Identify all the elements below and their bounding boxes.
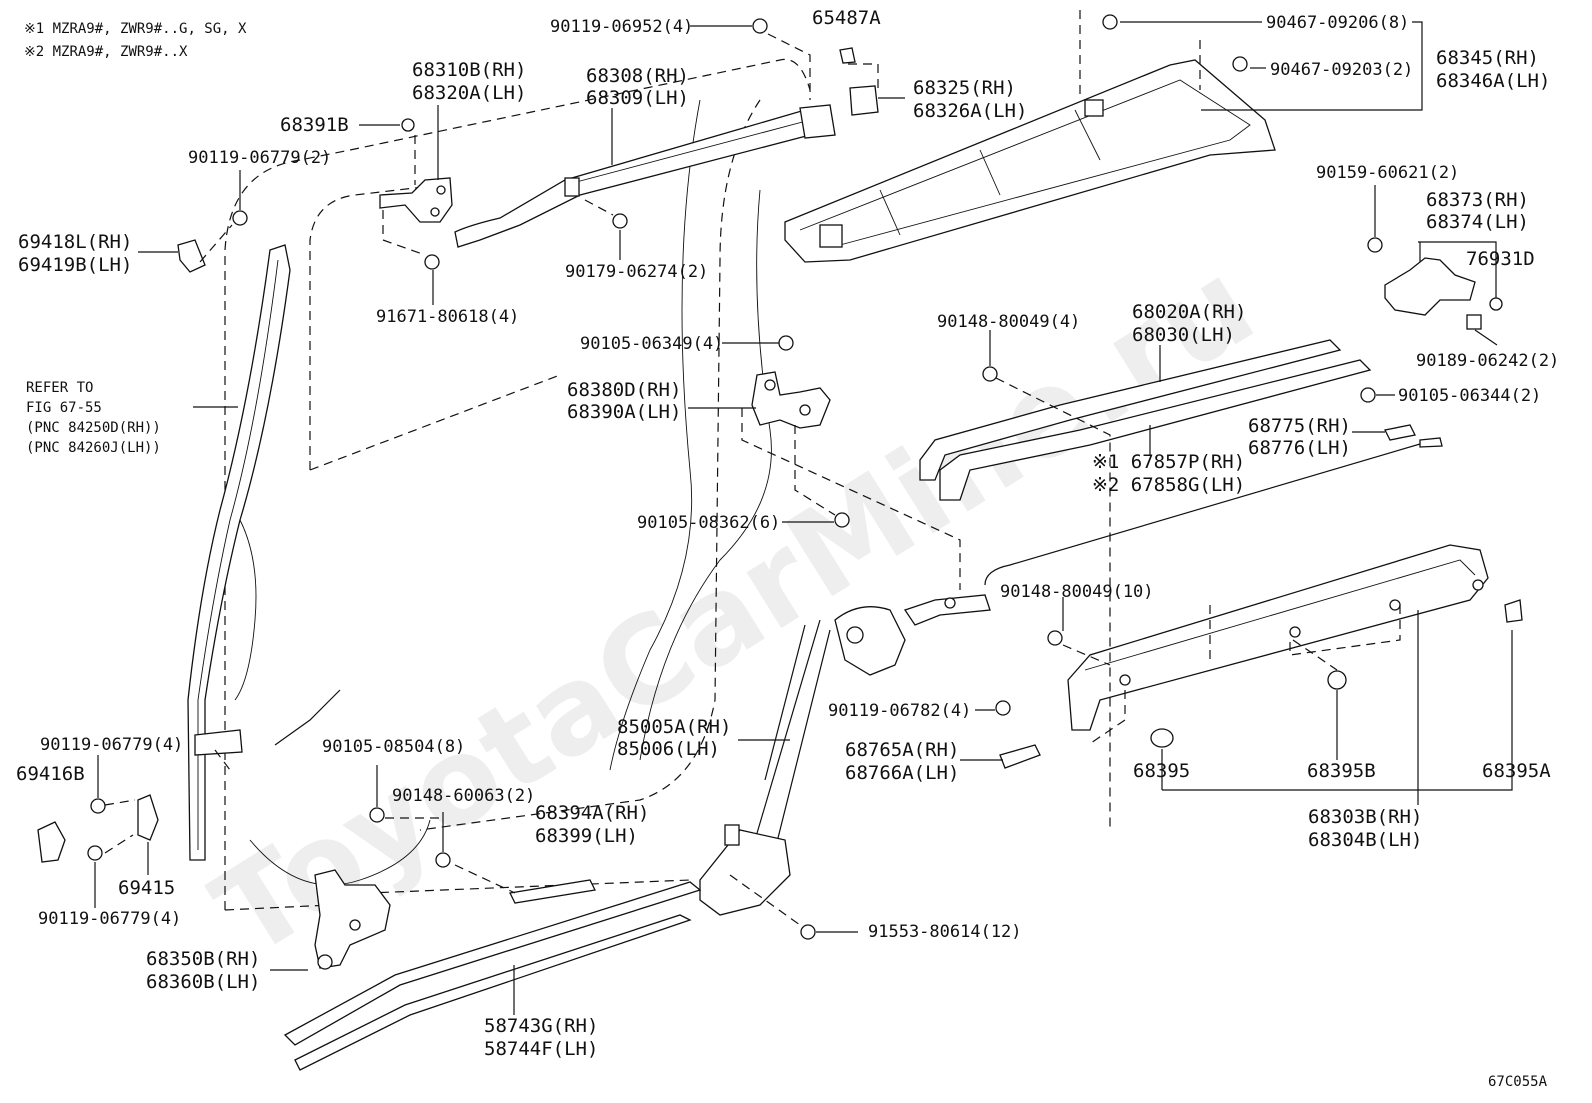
label-90159-60621[interactable]: 90159-60621(2): [1316, 163, 1459, 183]
label-90119-06779-4a[interactable]: 90119-06779(4): [40, 735, 183, 755]
assembly-dash-lines: [104, 10, 1401, 926]
window-regulator: [699, 594, 991, 916]
label-90105-06344[interactable]: 90105-06344(2): [1398, 386, 1541, 406]
label-90148-60063[interactable]: 90148-60063(2): [392, 786, 535, 806]
label-69416B[interactable]: 69416B: [16, 763, 85, 785]
label-68020A[interactable]: 68020A(RH): [1132, 301, 1246, 323]
label-68308[interactable]: 68308(RH): [586, 65, 689, 87]
label-90148-80049-10[interactable]: 90148-80049(10): [1000, 582, 1154, 602]
label-90148-80049-4[interactable]: 90148-80049(4): [937, 312, 1080, 332]
label-68030[interactable]: 68030(LH): [1132, 324, 1235, 346]
sill-rail: [283, 881, 702, 1071]
label-68765A[interactable]: 68765A(RH): [845, 739, 959, 761]
label-68766A[interactable]: 68766A(LH): [845, 762, 959, 784]
label-68310B[interactable]: 68310B(RH): [412, 59, 526, 81]
label-90119-06779-2[interactable]: 90119-06779(2): [188, 148, 331, 168]
label-68395[interactable]: 68395: [1133, 760, 1190, 782]
label-68320A[interactable]: 68320A(LH): [412, 82, 526, 104]
label-68380D[interactable]: 68380D(RH): [567, 379, 681, 401]
hinge-bracket: [379, 177, 453, 223]
label-68395B[interactable]: 68395B: [1307, 760, 1376, 782]
label-68303B[interactable]: 68303B(RH): [1308, 806, 1422, 828]
label-67857P[interactable]: ※1 67857P(RH): [1092, 451, 1245, 473]
label-68775[interactable]: 68775(RH): [1248, 415, 1351, 437]
label-69418L[interactable]: 69418L(RH): [18, 231, 132, 253]
center-rail: [919, 339, 1443, 586]
leader-lines: [94, 21, 1513, 1015]
label-90119-06782[interactable]: 90119-06782(4): [828, 701, 971, 721]
label-68325[interactable]: 68325(RH): [913, 77, 1016, 99]
refer-line-3[interactable]: (PNC 84250D(RH)): [26, 420, 161, 436]
fasteners: [87, 14, 1376, 940]
label-91553-80614[interactable]: 91553-80614(12): [868, 922, 1022, 942]
label-58744F[interactable]: 58744F(LH): [484, 1038, 598, 1060]
label-68360B[interactable]: 68360B(LH): [146, 971, 260, 993]
refer-line-4[interactable]: (PNC 84260J(LH)): [26, 440, 161, 456]
front-channel: [187, 244, 291, 861]
part-labels: 90119-06952(4) 65487A 90467-09206(8) 904…: [16, 7, 1559, 1060]
label-68345[interactable]: 68345(RH): [1436, 47, 1539, 69]
label-68309[interactable]: 68309(LH): [586, 87, 689, 109]
label-90119-06952[interactable]: 90119-06952(4): [550, 17, 693, 37]
label-68346A[interactable]: 68346A(LH): [1436, 70, 1550, 92]
label-90189-06242[interactable]: 90189-06242(2): [1416, 351, 1559, 371]
label-68304B[interactable]: 68304B(LH): [1308, 829, 1422, 851]
label-90105-08504[interactable]: 90105-08504(8): [322, 737, 465, 757]
upper-rail: [454, 104, 836, 248]
roller-bracket: [751, 371, 831, 429]
label-58743G[interactable]: 58743G(RH): [484, 1015, 598, 1037]
label-68373[interactable]: 68373(RH): [1426, 189, 1529, 211]
label-90105-08362[interactable]: 90105-08362(6): [637, 513, 780, 533]
label-68394A[interactable]: 68394A(RH): [535, 802, 649, 824]
label-85006[interactable]: 85006(LH): [617, 738, 720, 760]
lower-hinge: [314, 869, 391, 970]
label-90105-06349[interactable]: 90105-06349(4): [580, 334, 723, 354]
lower-rail: [1067, 544, 1523, 748]
label-91671-80618[interactable]: 91671-80618(4): [376, 307, 519, 327]
label-68399[interactable]: 68399(LH): [535, 825, 638, 847]
label-90179-06274[interactable]: 90179-06274(2): [565, 262, 708, 282]
label-67858G[interactable]: ※2 67858G(LH): [1092, 474, 1245, 496]
note-line-1: ※1 MZRA9#, ZWR9#..G, SG, X: [24, 21, 247, 37]
label-69419B[interactable]: 69419B(LH): [18, 254, 132, 276]
label-85005A[interactable]: 85005A(RH): [617, 716, 731, 738]
label-68395A[interactable]: 68395A: [1482, 760, 1551, 782]
label-68391B[interactable]: 68391B: [280, 114, 349, 136]
label-90119-06779-4b[interactable]: 90119-06779(4): [38, 909, 181, 929]
latch-assembly: [1367, 237, 1503, 330]
label-68390A[interactable]: 68390A(LH): [567, 401, 681, 423]
refer-line-2[interactable]: FIG 67-55: [26, 400, 102, 416]
figure-code: 67C055A: [1488, 1074, 1548, 1090]
quarter-trim-panel: [784, 59, 1276, 263]
note-line-2: ※2 MZRA9#, ZWR9#..X: [24, 44, 188, 60]
label-69415[interactable]: 69415: [118, 877, 175, 899]
refer-line-1[interactable]: REFER TO: [26, 380, 93, 396]
label-76931D[interactable]: 76931D: [1466, 248, 1535, 270]
label-65487A[interactable]: 65487A: [812, 7, 881, 29]
small-parts: [37, 85, 1416, 904]
label-68374[interactable]: 68374(LH): [1426, 211, 1529, 233]
label-68350B[interactable]: 68350B(RH): [146, 948, 260, 970]
label-68776[interactable]: 68776(LH): [1248, 437, 1351, 459]
label-90467-09206[interactable]: 90467-09206(8): [1266, 13, 1409, 33]
label-90467-09203[interactable]: 90467-09203(2): [1270, 60, 1413, 80]
label-68326A[interactable]: 68326A(LH): [913, 100, 1027, 122]
